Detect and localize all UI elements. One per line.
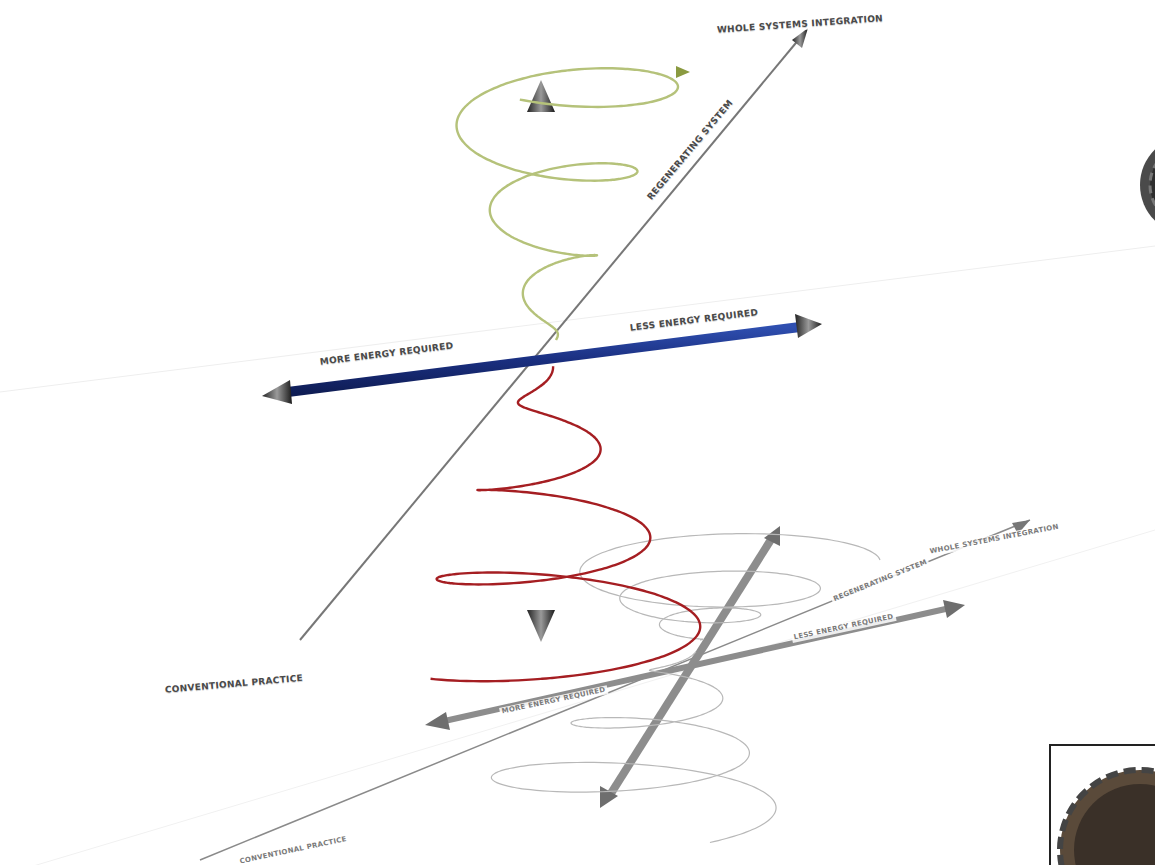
axis-label: MORE ENERGY REQUIRED bbox=[499, 685, 608, 717]
axis-label: REGENERATING SYSTEM bbox=[830, 557, 930, 604]
arrowhead bbox=[943, 600, 965, 618]
arrowhead bbox=[527, 80, 555, 112]
growth-spiral bbox=[457, 68, 678, 340]
arrowhead bbox=[792, 28, 808, 48]
arrowhead bbox=[600, 786, 618, 808]
reflected-vertical-axis bbox=[610, 538, 772, 795]
reflection bbox=[200, 520, 1030, 860]
axis-label: REGENERATING SYSTEM bbox=[644, 96, 737, 204]
arrowhead bbox=[795, 314, 822, 338]
axis-label: MORE ENERGY REQUIRED bbox=[317, 340, 456, 368]
vertical-axis bbox=[536, 110, 546, 610]
axis-label: WHOLE SYSTEMS INTEGRATION bbox=[715, 13, 886, 36]
axis-label: LESS ENERGY REQUIRED bbox=[791, 612, 896, 643]
cropped-image bbox=[1050, 135, 1155, 865]
arrowhead bbox=[262, 380, 292, 404]
horizon-line bbox=[0, 246, 1155, 392]
axis-label: CONVENTIONAL PRACTICE bbox=[163, 672, 306, 695]
spiral-arrowhead bbox=[676, 66, 690, 78]
decline-spiral bbox=[431, 366, 701, 681]
arrowhead bbox=[764, 526, 780, 546]
arrowhead bbox=[527, 610, 555, 642]
axis-label: WHOLE SYSTEMS INTEGRATION bbox=[927, 522, 1061, 557]
reflected-diagonal-axis bbox=[200, 520, 1030, 860]
arrowhead bbox=[425, 712, 450, 730]
